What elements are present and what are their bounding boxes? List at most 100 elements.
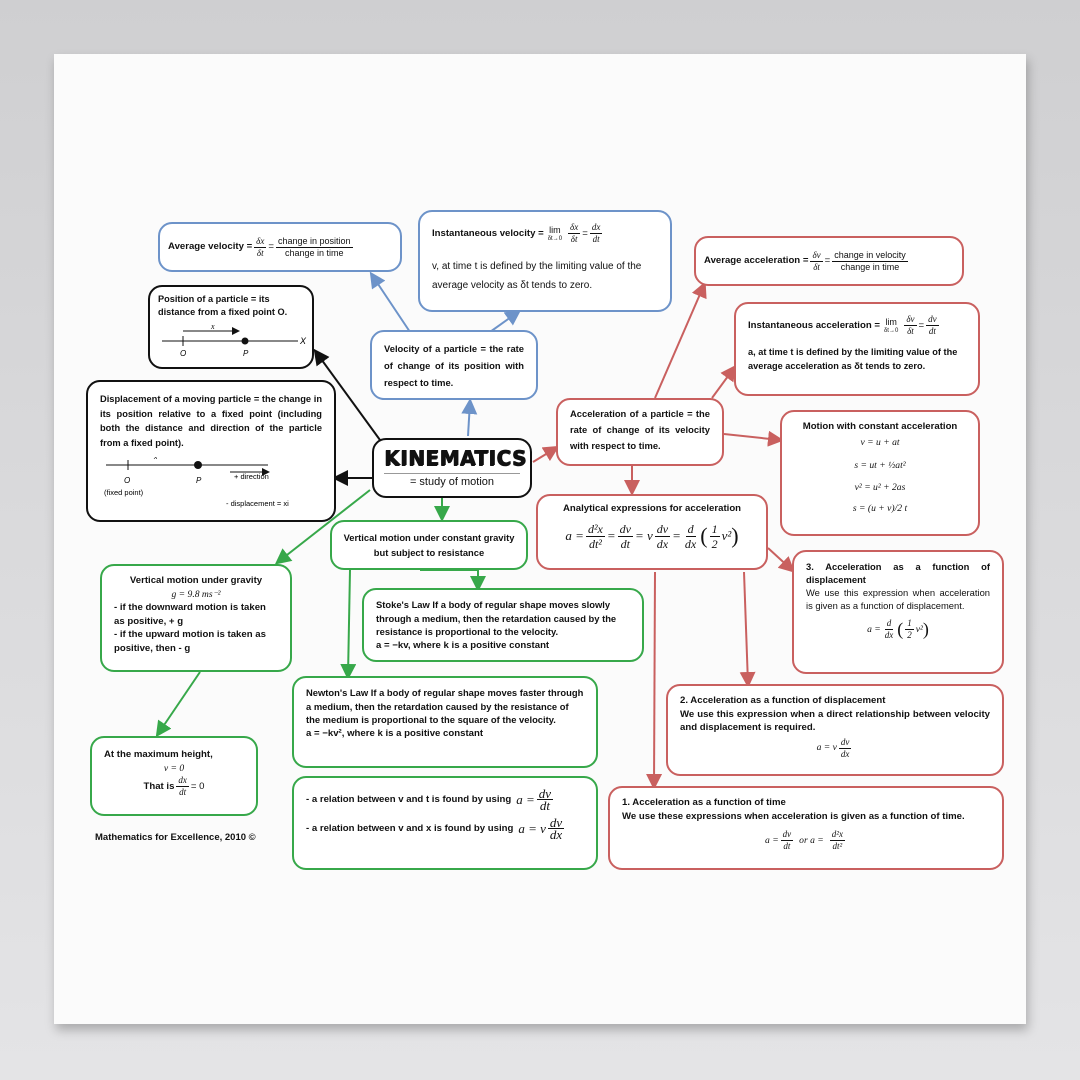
lim-word: lim (549, 224, 561, 235)
fn1-text: We use these expressions when accelerati… (622, 810, 965, 822)
fn2-title: 2. Acceleration as a function of displac… (680, 695, 886, 706)
max-height-title: At the maximum height, (104, 749, 213, 760)
analytical-title: Analytical expressions for acceleration (562, 503, 742, 514)
lim-sub: δt→0 (547, 235, 563, 242)
avg-accel-label: Average acceleration = (704, 255, 809, 267)
inst-accel-label: Instantaneous acceleration = (748, 319, 880, 331)
stokes-desc: If a body of regular shape moves slowly … (376, 599, 617, 637)
position-x-label: x (210, 323, 215, 331)
newton-eq: a = −kv², where k is a positive constant (306, 727, 484, 739)
relation-vx: - a relation between v and x is found by… (306, 815, 584, 841)
displacement-x-label: x (153, 457, 158, 461)
frac-den: δt (256, 247, 264, 258)
frac-num: δx (254, 235, 267, 248)
frac-num: 1 (905, 618, 914, 630)
lim-word: lim (885, 316, 897, 327)
displacement-text: Displacement of a moving particle = the … (100, 392, 322, 450)
relation-vt: - a relation between v and t is found by… (306, 786, 584, 813)
displacement-box: Displacement of a moving particle = the … (86, 380, 336, 522)
frac-den: dt² (832, 841, 843, 851)
frac-num: δx (568, 222, 581, 234)
acceleration-text: Acceleration of a particle = the rate of… (570, 408, 710, 451)
eq-a: a = (516, 791, 535, 807)
newton-desc: If a body of regular shape moves faster … (306, 687, 584, 725)
fn1-title: 1. Acceleration as a function of time (622, 797, 786, 808)
lim-sub: δt→0 (883, 327, 899, 334)
frac-num: dv (780, 829, 794, 841)
frac-num: d (685, 521, 696, 537)
vert-gravity-line1: - if the downward motion is taken as pos… (114, 602, 266, 627)
eq-v: = v (635, 528, 653, 544)
velocity-text: Velocity of a particle = the rate of cha… (384, 343, 524, 388)
relation-vt-text: - a relation between v and t is found by… (306, 793, 512, 805)
position-box: Position of a particle = its distance fr… (148, 285, 314, 369)
relation-vx-text: - a relation between v and x is found by… (306, 822, 514, 834)
const-accel-eq4: s = (u + v)/2 t (852, 503, 908, 514)
displacement-axis-diagram: O P x + direction (fixed point) - displa… (104, 457, 289, 508)
central-subtitle: = study of motion (384, 473, 520, 490)
frac-den: change in time (284, 247, 344, 258)
frac-num: dv (547, 815, 565, 830)
frac-num: dv (536, 786, 554, 801)
eq-a: a = (867, 623, 881, 635)
eq-v2: v² (915, 623, 923, 635)
frac-den: δt (813, 261, 820, 272)
displacement-bold: Displacement (100, 394, 161, 404)
frac-num: change in velocity (832, 249, 908, 262)
frac-den: dt (539, 798, 550, 813)
eq-v2: v² (721, 528, 732, 544)
frac-den: dt (179, 787, 187, 797)
frac-num: d²x (829, 829, 845, 841)
position-axis-diagram: x O P X (162, 323, 307, 357)
displacement-direction-label: + direction (234, 472, 269, 481)
vert-resist-text: Vertical motion under constant gravity b… (343, 532, 515, 558)
frac-num: d (884, 618, 894, 630)
equals-sign: = (268, 241, 274, 253)
displacement-fixed-label: (fixed point) (104, 488, 144, 497)
newton-text: Newton's Law If a body of regular shape … (306, 686, 584, 727)
frac-den: dx (684, 536, 697, 551)
displacement-o-label: O (124, 476, 130, 485)
frac-den: dt (592, 234, 600, 244)
frac-num: d²x (585, 521, 605, 537)
relations-box: - a relation between v and t is found by… (292, 776, 598, 870)
position-axis-label: X (299, 336, 307, 346)
avg-velocity-label: Average velocity = (168, 241, 253, 253)
analytical-box: Analytical expressions for acceleration … (536, 494, 768, 570)
frac-den: dt (783, 841, 791, 851)
vert-gravity-title: Vertical motion under gravity (129, 575, 263, 586)
stokes-law-box: Stoke's Law If a body of regular shape m… (362, 588, 644, 662)
const-accel-eq1: v = u + at (860, 436, 900, 448)
accel-fn-disp3-box: 3. Acceleration as a function of displac… (792, 550, 1004, 674)
vert-gravity-line2: - if the upward motion is taken as posit… (114, 629, 266, 654)
eq-zero: = 0 (190, 780, 205, 792)
eq-a-v: a = v (518, 820, 546, 836)
position-text: Position of a particle = its distance fr… (158, 294, 288, 317)
inst-velocity-text: v, at time t is defined by the limiting … (432, 261, 642, 291)
frac-num: dv (838, 736, 852, 749)
velocity-box: Velocity of a particle = the rate of cha… (370, 330, 538, 400)
stokes-text: Stoke's Law If a body of regular shape m… (376, 598, 630, 639)
fn3-title: 3. Acceleration as a function of displac… (806, 561, 990, 585)
eq-a: a = (565, 528, 584, 544)
displacement-sign-label: - displacement = xi (226, 499, 289, 508)
stokes-bold: Stoke's Law (376, 599, 430, 610)
max-height-v: v = 0 (163, 762, 185, 774)
kinematics-central-box: KINEMATICS = study of motion (372, 438, 532, 498)
displacement-p-label: P (196, 476, 202, 485)
